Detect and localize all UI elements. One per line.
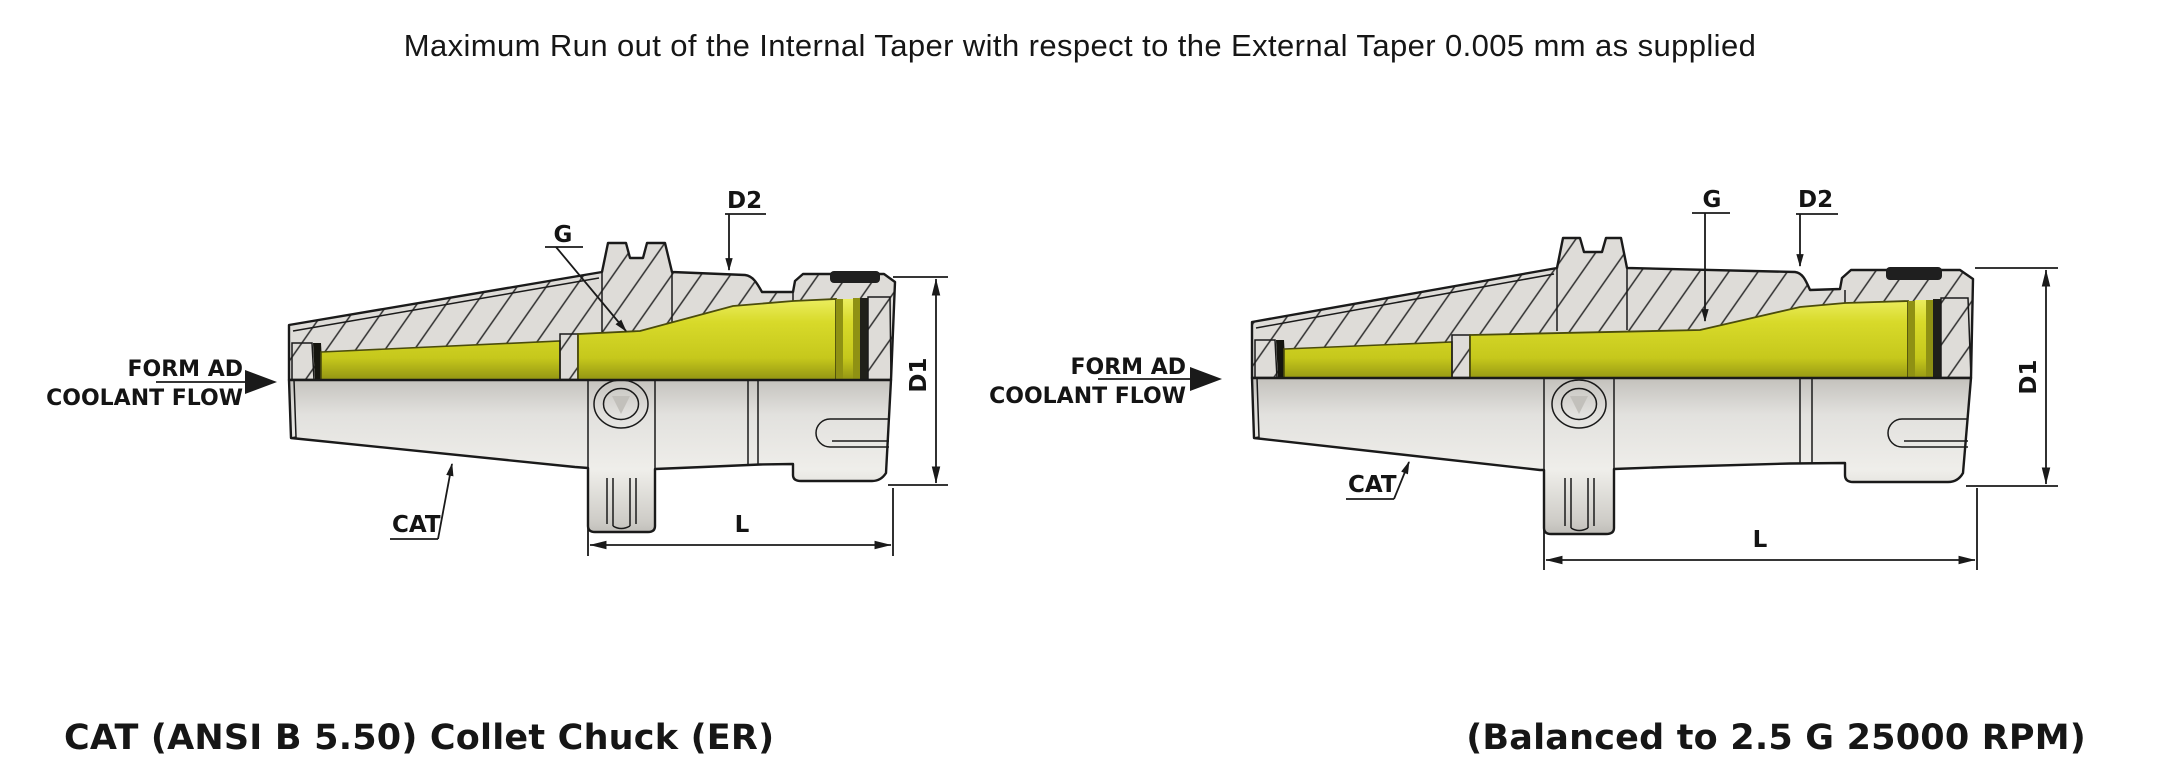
left-diagram: G D2 D1 L CAT FORM AD COOL [46,188,948,556]
left-nut-relief-slot [830,271,880,283]
left-nut-wrench-slot [815,418,889,448]
left-annotations: G D2 D1 L CAT FORM AD COOL [46,188,948,556]
left-coolant-flow-callout: FORM AD COOLANT FLOW [46,357,277,411]
right-taper-label: CAT [1348,472,1397,498]
right-thread-label: G [1703,187,1722,213]
page-title: Maximum Run out of the Internal Taper wi… [403,28,1757,63]
right-coolant-flow-callout: FORM AD COOLANT FLOW [989,355,1222,409]
right-d1-label: D1 [2016,359,2042,394]
left-body-exterior [287,378,893,534]
right-nut-relief-slot [1886,267,1942,280]
right-retention-ball [1551,379,1607,429]
right-collet [1254,297,1972,379]
left-collet [291,296,892,381]
right-lower-silhouette [1250,376,1973,536]
left-diagram-caption: CAT (ANSI B 5.50) Collet Chuck (ER) [64,718,775,758]
right-diagram-caption: (Balanced to 2.5 G 25000 RPM) [1466,718,2086,758]
right-length-label: L [1753,527,1768,553]
right-coolant-flow-label: COOLANT FLOW [989,384,1186,409]
right-diagram: G D2 D1 L CAT FORM AD COOL [989,187,2058,570]
left-length-label: L [735,512,750,538]
left-d2-label: D2 [727,188,762,214]
right-nut-wrench-slot [1887,418,1968,448]
right-body-exterior [1250,376,1973,536]
left-coolant-flow-label: COOLANT FLOW [46,386,243,411]
left-flow-arrow-icon [245,370,277,394]
right-annotations: G D2 D1 L CAT FORM AD COOL [989,187,2058,570]
right-d2-label: D2 [1798,187,1833,213]
left-taper-label: CAT [392,512,441,538]
right-form-ad-label: FORM AD [1070,355,1186,380]
right-flow-arrow-icon [1190,367,1222,391]
left-thread-label: G [554,222,573,248]
left-form-ad-label: FORM AD [127,357,243,382]
left-lower-silhouette [287,378,893,534]
left-d1-label: D1 [906,357,932,392]
